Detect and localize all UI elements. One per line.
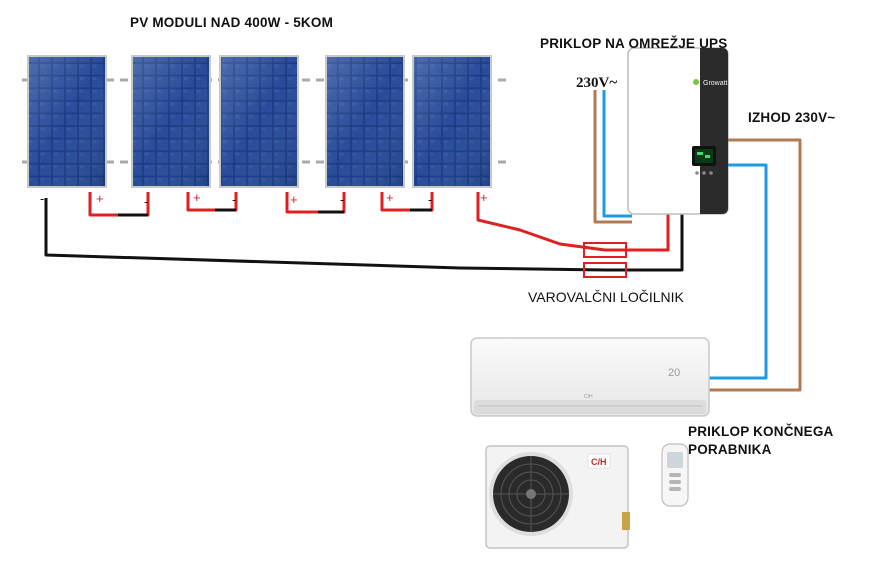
solar-panel-1 [27,55,107,188]
grid-connection-title: PRIKLOP NA OMREŽJE UPS [540,36,728,51]
ac-input-wiring [593,90,632,224]
series-wiring [88,192,434,217]
fuse-isolator-label: VAROVALČNI LOČILNIK [528,289,684,305]
terminal-p1-left: - [40,191,44,206]
remote-control [661,443,689,507]
terminal-p4b-right: - [428,192,432,207]
terminal-p1-right: + [96,191,104,206]
terminal-p5-right: + [480,190,488,205]
indoor-ac-unit: 20 C/H [470,337,710,417]
consumer-label-line1: PRIKLOP KONČNEGA [688,424,834,439]
terminal-p2-right: - [144,194,148,209]
indoor-logo: C/H [584,394,593,400]
fuse-isolator [583,242,627,278]
output-voltage-label: IZHOD 230V~ [748,110,836,125]
outdoor-ac-unit: C/H [485,445,630,549]
terminal-p3-right: - [232,192,236,207]
terminal-p3-left: + [193,190,201,205]
outdoor-brand-logo: C/H [591,457,607,467]
solar-panel-5 [412,55,492,188]
consumer-label-line2: PORABNIKA [688,442,772,457]
solar-panel-4 [325,55,405,188]
terminal-p5-left: + [386,190,394,205]
inverter-ups: Growatt [627,47,729,215]
ac-input-voltage-label: 230V~ [576,75,618,91]
pv-modules-title: PV MODULI NAD 400W - 5KOM [130,15,334,30]
indoor-display-digits: 20 [668,367,680,379]
inverter-brand-logo: Growatt [703,80,728,87]
terminal-p4-right: - [340,192,344,207]
ac-output-wiring [705,138,802,392]
brand-logo-icon [693,79,699,85]
solar-panel-2 [131,55,211,188]
solar-panel-3 [219,55,299,188]
terminal-p4-left: + [290,192,298,207]
terminal-markers: - + - + - + - + + - [40,190,488,209]
